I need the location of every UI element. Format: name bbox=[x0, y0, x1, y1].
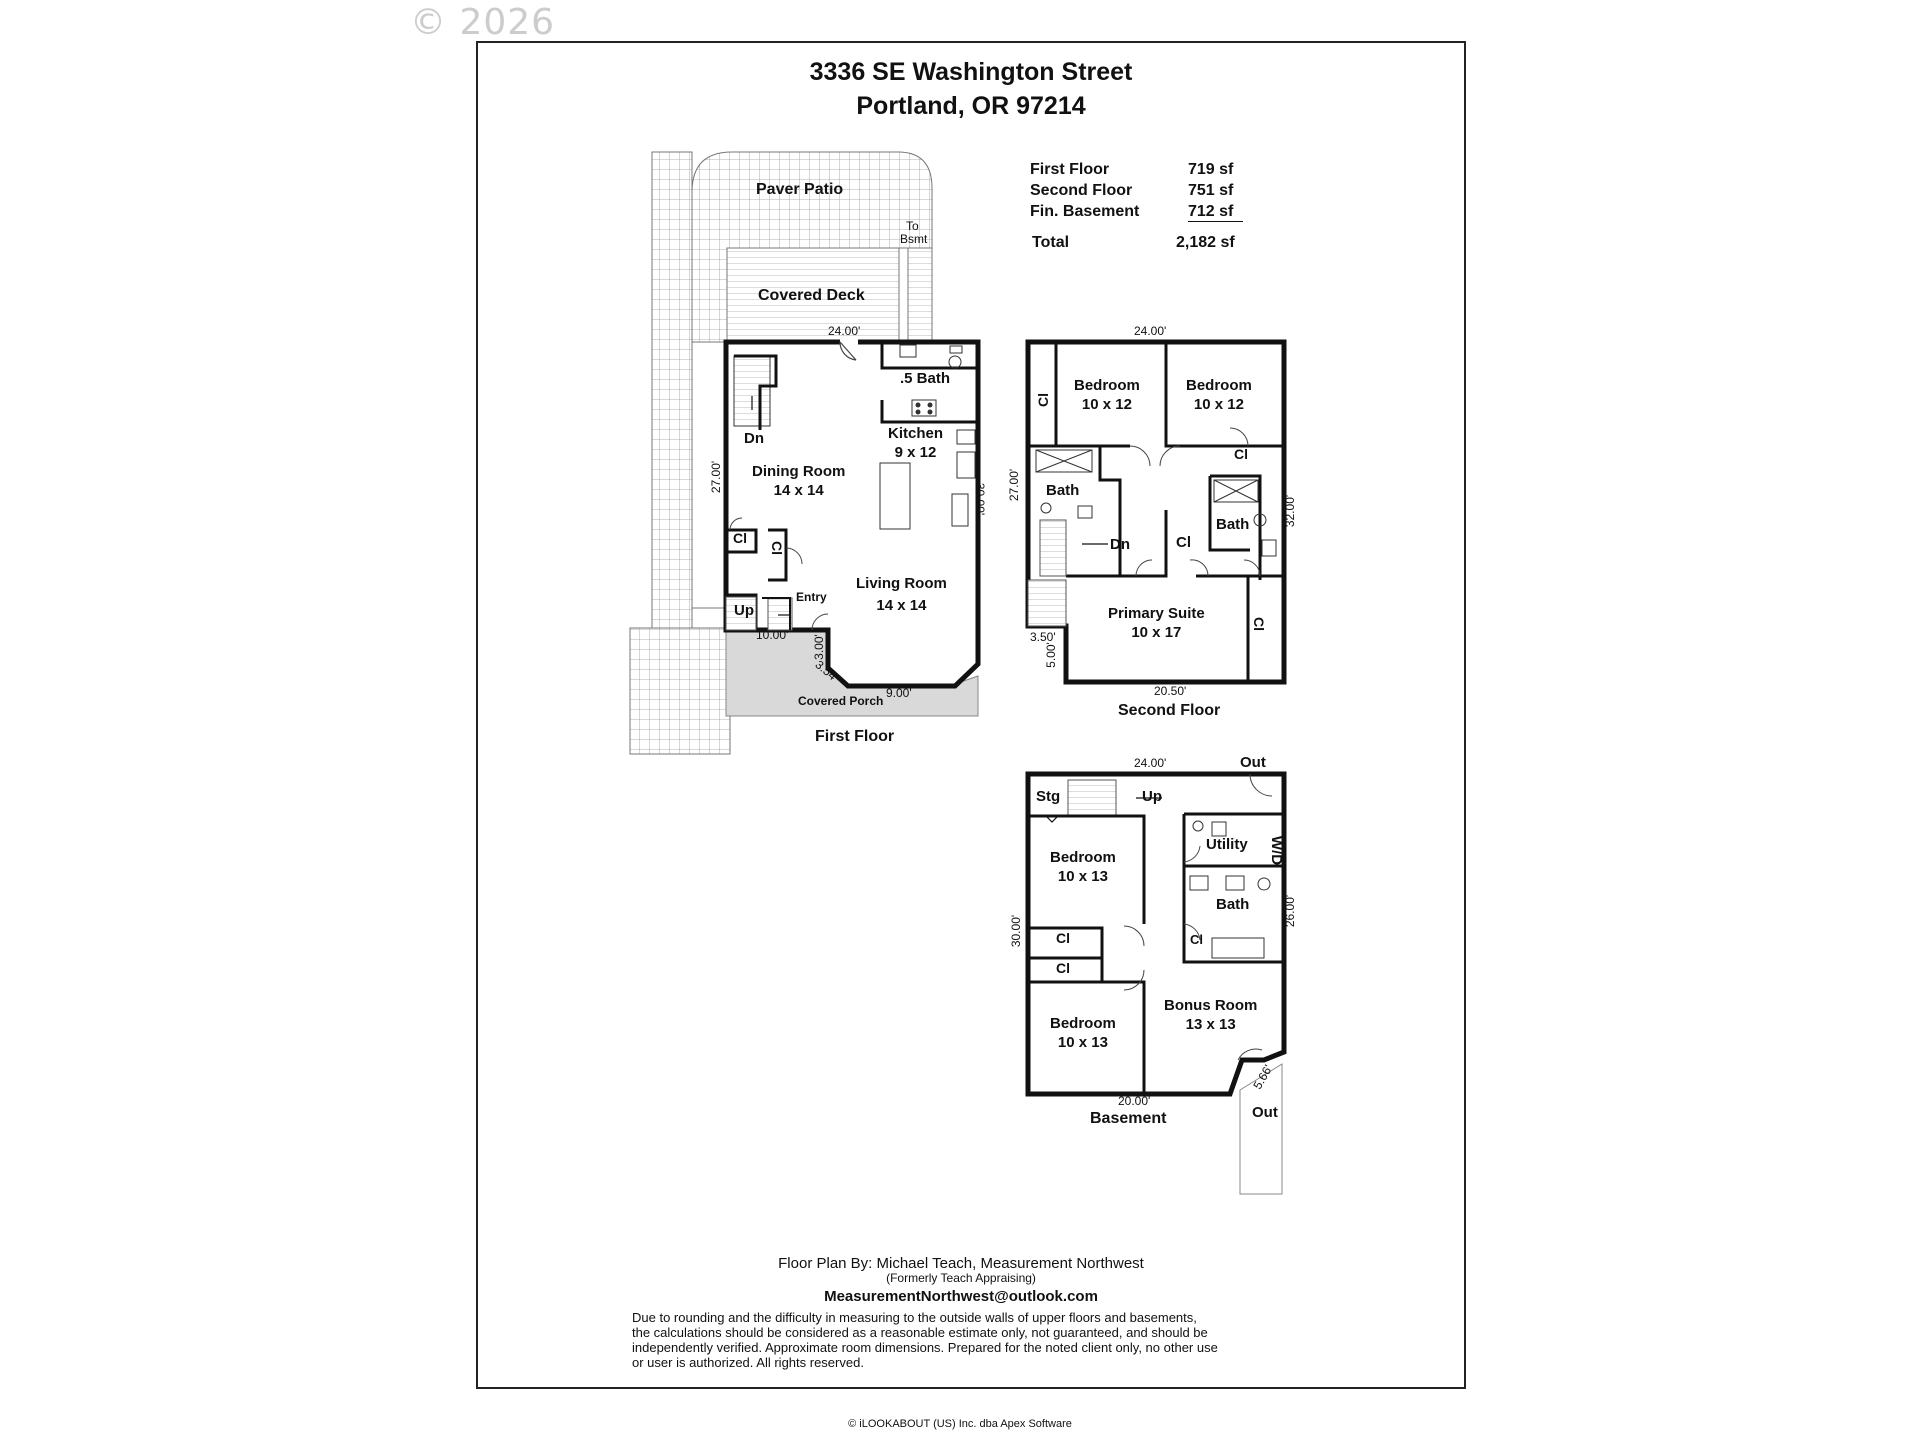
bsmt-dim-top: 24.00' bbox=[1134, 756, 1167, 770]
area-label-total: Total bbox=[1032, 234, 1070, 251]
second-floor-closet-left: Cl bbox=[1035, 393, 1051, 407]
bsmt-dim-bottom: 20.00' bbox=[1118, 1094, 1151, 1108]
second-floor-plan bbox=[1025, 339, 1287, 685]
area-value-second: 751 sf bbox=[1188, 182, 1234, 199]
washer-dryer-label: W/D bbox=[1268, 835, 1286, 866]
bsmt-dim-left: 30.00' bbox=[1009, 914, 1024, 948]
basement-closet-2: Cl bbox=[1056, 960, 1070, 976]
exterior-stair bbox=[1239, 1063, 1283, 1195]
covered-porch-label: Covered Porch bbox=[798, 694, 884, 708]
basement-bath-closet: Cl bbox=[1190, 932, 1203, 947]
credit-email: MeasurementNorthwest@outlook.com bbox=[824, 1288, 1098, 1305]
copyright-watermark: © 2026 bbox=[410, 2, 556, 43]
second-floor-bath-left: Bath bbox=[1046, 482, 1080, 499]
footer-copyright: © iLOOKABOUT (US) Inc. dba Apex Software bbox=[848, 1418, 1072, 1430]
ff-dim-bottom-left: 10.00' bbox=[756, 628, 789, 642]
second-floor-closet-right: Cl bbox=[1234, 446, 1248, 462]
area-label-first: First Floor bbox=[1030, 161, 1110, 178]
address-line-2: Portland, OR 97214 bbox=[856, 92, 1086, 120]
first-floor-dn-label: Dn bbox=[744, 430, 764, 447]
sf-dim-right: 32.00' bbox=[1283, 494, 1298, 528]
plan-sheet bbox=[476, 41, 1466, 1389]
first-floor-closet-2: Cl bbox=[769, 541, 785, 555]
sf-dim-notch-height: 5.00' bbox=[1043, 642, 1058, 668]
bsmt-dim-right: 26.00' bbox=[1283, 894, 1298, 928]
second-floor-dn-label: Dn bbox=[1110, 536, 1130, 553]
credit-line-2: (Formerly Teach Appraising) bbox=[886, 1271, 1036, 1285]
sf-dim-left: 27.00' bbox=[1007, 468, 1022, 502]
basement-caption: Basement bbox=[1090, 1110, 1167, 1127]
walkway-left bbox=[691, 341, 728, 609]
basement-out-bottom: Out bbox=[1252, 1104, 1278, 1121]
ff-dim-bay-side: 3.00' bbox=[811, 634, 826, 660]
area-value-first: 719 sf bbox=[1188, 161, 1234, 178]
first-floor-up-label: Up bbox=[734, 602, 754, 619]
storage-label: Stg bbox=[1036, 788, 1061, 805]
half-bath-label: .5 Bath bbox=[900, 370, 951, 387]
covered-deck-label: Covered Deck bbox=[758, 287, 865, 304]
basement-bath-label: Bath bbox=[1216, 896, 1250, 913]
primary-suite-closet: Cl bbox=[1251, 617, 1267, 631]
sf-dim-notch-width: 3.50' bbox=[1030, 630, 1056, 644]
second-floor-bath-right: Bath bbox=[1216, 516, 1250, 533]
bsmt-stair bbox=[907, 247, 933, 343]
basement-out-top: Out bbox=[1240, 754, 1266, 771]
paver-patio-label: Paver Patio bbox=[756, 181, 844, 198]
credit-line-1: Floor Plan By: Michael Teach, Measuremen… bbox=[778, 1255, 1144, 1272]
basement-up-label: Up bbox=[1142, 788, 1162, 805]
to-bsmt-label-1: To bbox=[906, 219, 919, 233]
covered-deck bbox=[726, 247, 900, 343]
utility-label: Utility bbox=[1206, 836, 1248, 853]
sf-dim-bottom: 20.50' bbox=[1154, 684, 1187, 698]
first-floor-closet-1: Cl bbox=[733, 530, 747, 546]
ff-dim-right: 30.00' bbox=[973, 482, 988, 516]
basement-walls bbox=[1025, 771, 1287, 1097]
address-line-1: 3336 SE Washington Street bbox=[809, 58, 1133, 86]
patio-strip-left bbox=[651, 151, 693, 629]
area-label-second: Second Floor bbox=[1030, 182, 1133, 199]
second-floor-caption: Second Floor bbox=[1118, 702, 1221, 719]
paver-patio bbox=[691, 151, 933, 343]
entry-label: Entry bbox=[796, 590, 827, 604]
area-value-basement: 712 sf bbox=[1188, 203, 1244, 222]
first-floor-plan bbox=[629, 151, 981, 755]
second-floor-closet-mid: Cl bbox=[1176, 534, 1191, 551]
patio-lower bbox=[629, 627, 731, 755]
sf-dim-top: 24.00' bbox=[1134, 324, 1167, 338]
ff-dim-bay-front: 9.00' bbox=[886, 686, 912, 700]
ff-dim-left: 27.00' bbox=[709, 460, 724, 494]
ff-dim-top: 24.00' bbox=[828, 324, 861, 338]
basement-closet-1: Cl bbox=[1056, 930, 1070, 946]
basement-plan bbox=[1025, 771, 1287, 1195]
disclaimer: Due to rounding and the difficulty in me… bbox=[632, 1310, 1218, 1370]
area-label-basement: Fin. Basement bbox=[1030, 203, 1140, 220]
first-floor-caption: First Floor bbox=[815, 728, 895, 745]
area-value-total: 2,182 sf bbox=[1176, 234, 1235, 251]
to-bsmt-label-2: Bsmt bbox=[900, 232, 928, 246]
